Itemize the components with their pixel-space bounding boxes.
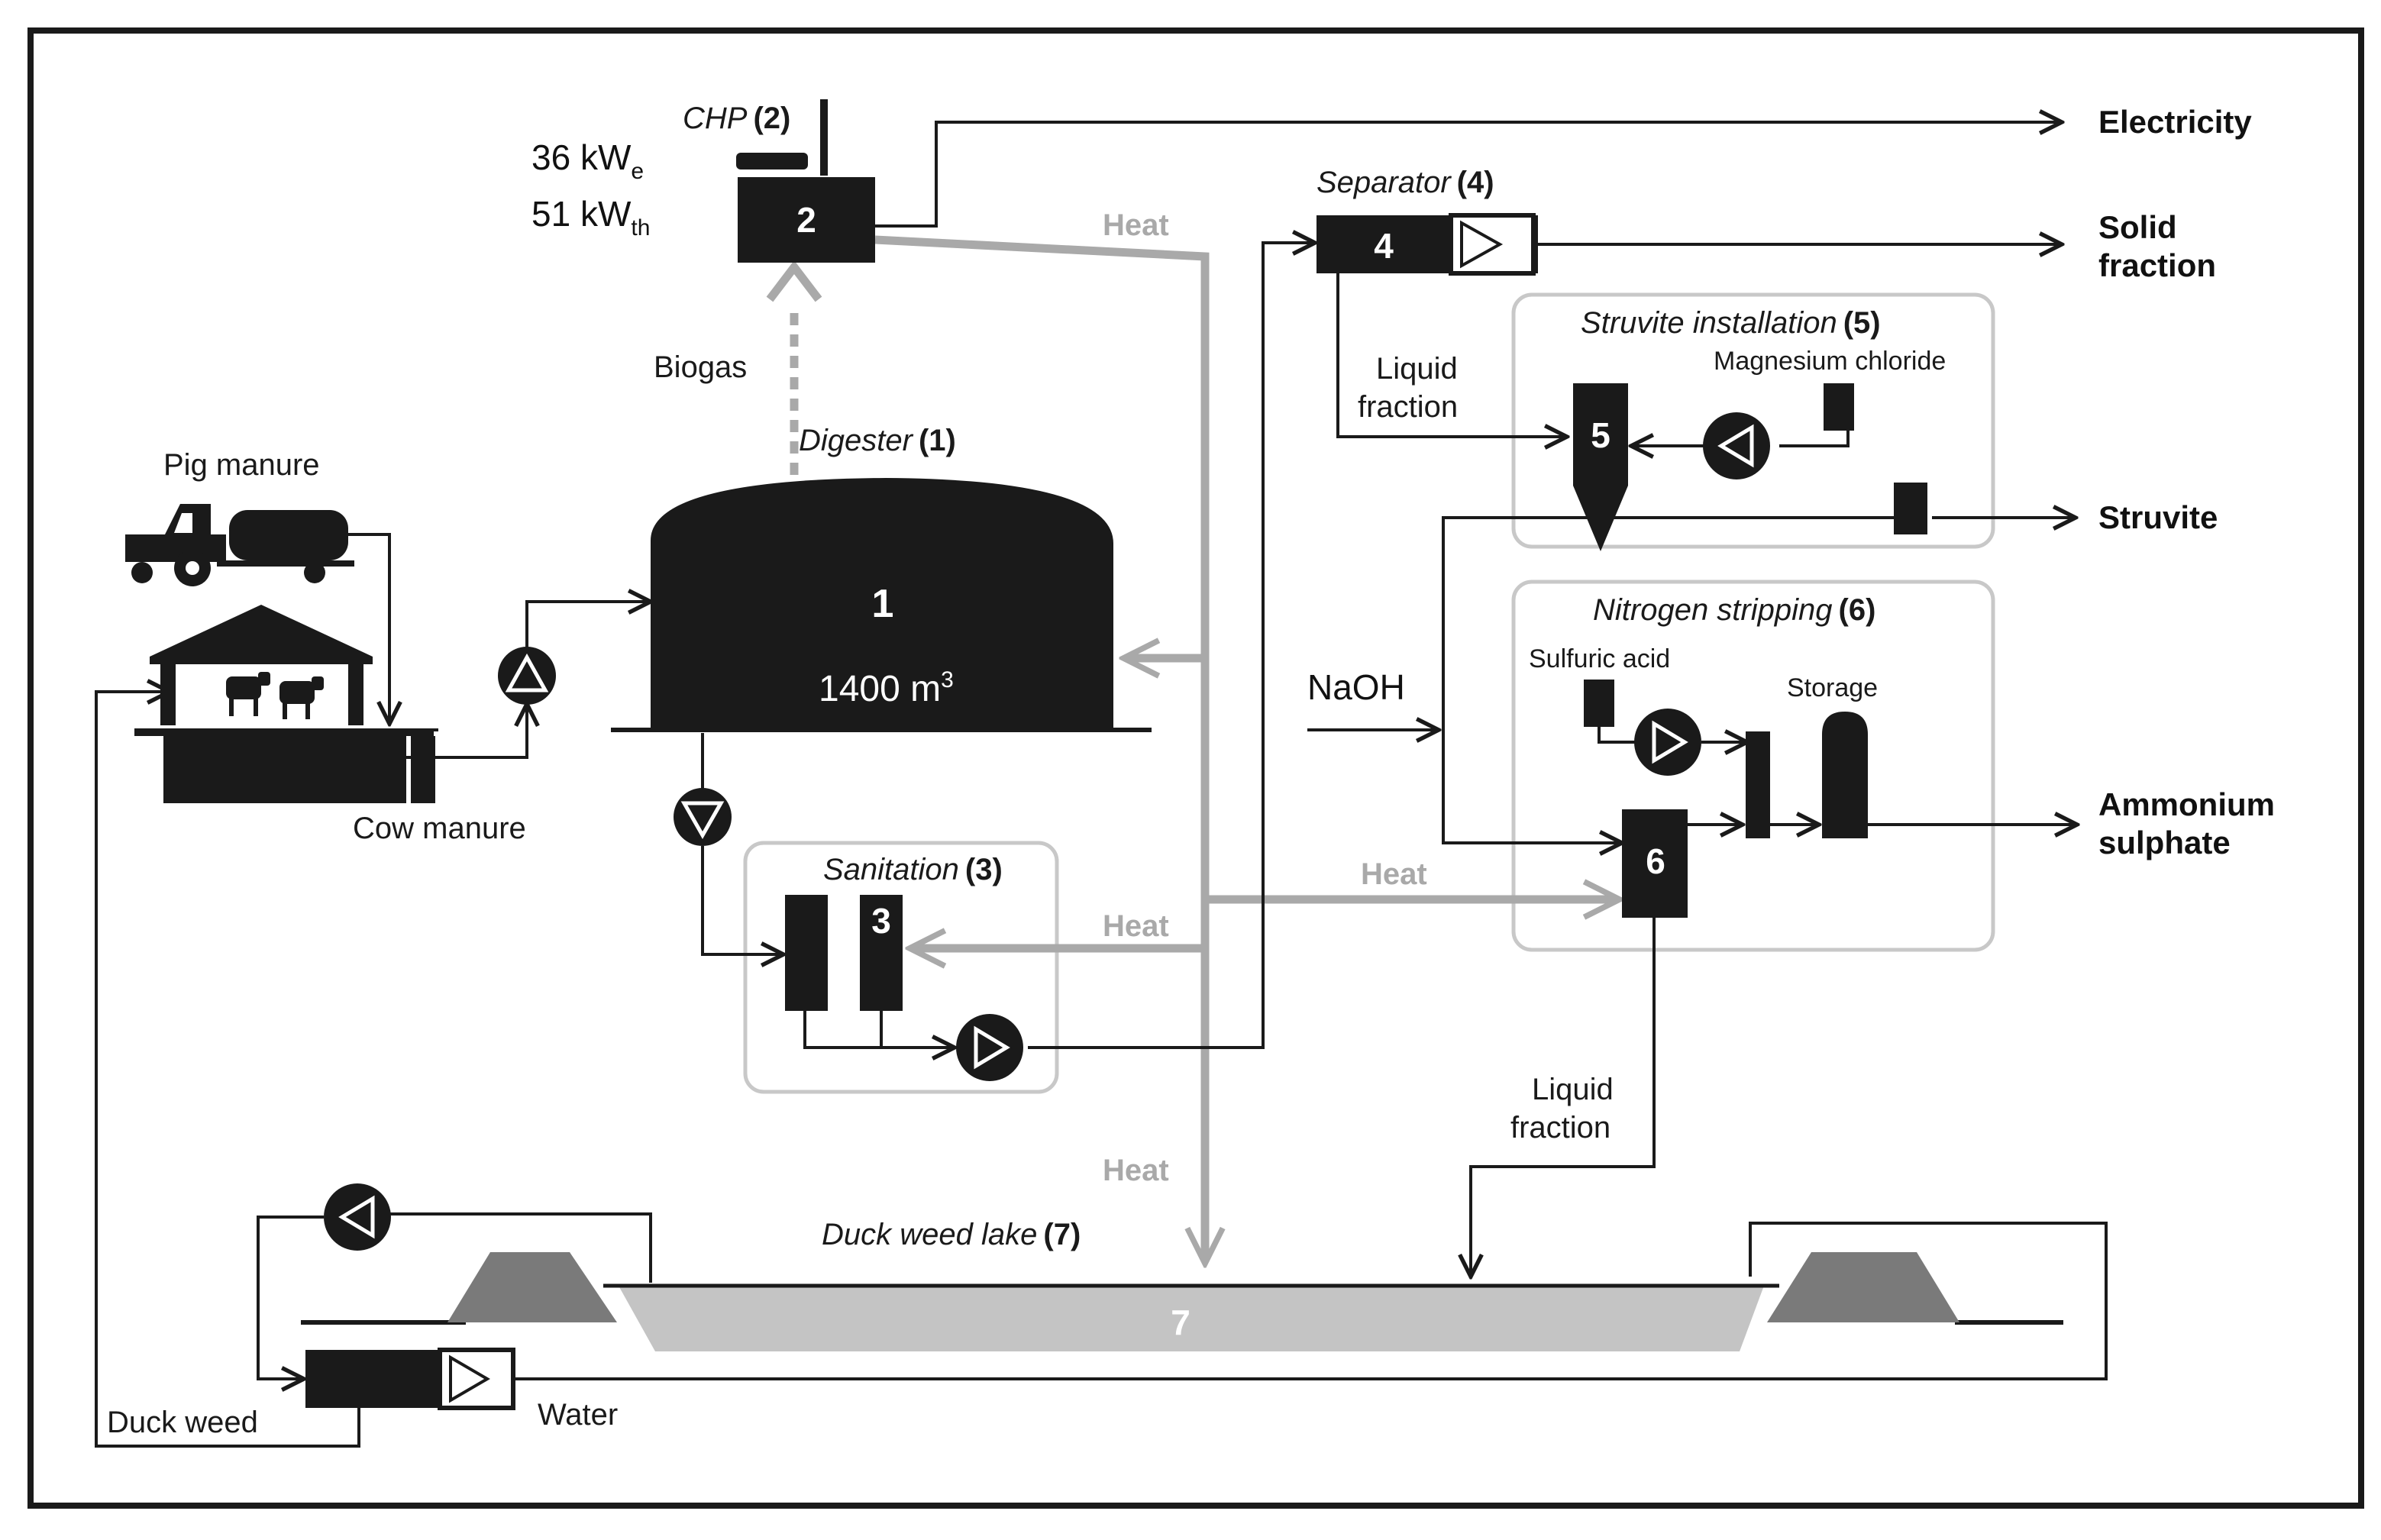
- liquid-fraction-label: Liquid: [1532, 1073, 1614, 1106]
- cow-manure-label: Cow manure: [353, 812, 526, 845]
- liquid-fraction-label-2: fraction: [1510, 1111, 1610, 1145]
- heat-label: Heat: [1103, 909, 1169, 943]
- sanitation-unit-number: 3: [871, 901, 891, 941]
- ammonium-sulphate-output-2: sulphate: [2098, 825, 2231, 860]
- heat-label: Heat: [1361, 857, 1427, 891]
- separator-title: Separator(4): [1316, 166, 1494, 199]
- duck-weed-label: Duck weed: [107, 1406, 258, 1439]
- naoh-label: NaOH: [1307, 667, 1405, 707]
- biogas-label: Biogas: [654, 350, 747, 384]
- duckweed-triangle: [449, 1354, 490, 1403]
- chp-electric-power: 36 kWe: [531, 137, 644, 184]
- digester-volume: 1400 m3: [819, 667, 954, 709]
- separator-unit-number: 4: [1374, 226, 1394, 266]
- struvite-installation-title: Struvite installation(5): [1581, 306, 1881, 340]
- sulfuric-acid-label: Sulfuric acid: [1529, 644, 1670, 673]
- pig-manure-truck: [125, 504, 354, 586]
- ammonium-sulphate-output: Ammonium: [2098, 786, 2275, 822]
- pump-icon: [1634, 709, 1701, 776]
- struvite-output: Struvite: [2098, 499, 2218, 535]
- struvite-unit-number: 5: [1591, 415, 1610, 455]
- liquid-fraction-label-2: fraction: [1358, 390, 1458, 424]
- pump-icon: [674, 788, 732, 846]
- pig-manure-label: Pig manure: [163, 448, 320, 482]
- pump-icon: [324, 1183, 391, 1251]
- sanitation-box: [743, 841, 1059, 1094]
- chp-thermal-power: 51 kWth: [531, 194, 650, 241]
- chp-unit-number: 2: [796, 200, 816, 240]
- struvite-filter: [1894, 483, 1927, 534]
- chp-title: CHP(2): [683, 102, 790, 135]
- pump-icon: [1703, 412, 1770, 479]
- separator-triangle: [1460, 220, 1504, 269]
- heat-lines: [766, 235, 1617, 1261]
- digester-title: Digester(1): [799, 424, 956, 457]
- digester-tank: [651, 478, 1113, 730]
- sanitation-title: Sanitation(3): [823, 853, 1003, 886]
- chp-unit: [736, 99, 875, 263]
- solid-fraction-output: Solid: [2098, 209, 2177, 245]
- process-lines: [95, 122, 2108, 1448]
- stripping-column: [1622, 809, 1688, 918]
- nitrogen-unit-number: 6: [1646, 841, 1665, 881]
- nitrogen-stripping-title: Nitrogen stripping(6): [1593, 593, 1875, 627]
- nitrogen-stripping-box: [1511, 580, 1995, 952]
- lake-unit-number: 7: [1171, 1303, 1190, 1342]
- solid-fraction-output-2: fraction: [2098, 247, 2216, 283]
- heat-label: Heat: [1103, 1154, 1169, 1187]
- right-bank: [1767, 1252, 1959, 1322]
- heat-label: Heat: [1103, 208, 1169, 242]
- struvite-installation-box: [1511, 292, 1995, 549]
- pump-icon: [956, 1014, 1023, 1081]
- struvite-reactor: [1573, 383, 1628, 551]
- duck-weed-lake: [619, 1286, 1764, 1351]
- sanitation-tank-a: [785, 895, 828, 1011]
- left-bank: [447, 1252, 617, 1322]
- sanitation-tank-b: [860, 895, 903, 1011]
- cow-barn: [134, 605, 435, 803]
- magnesium-chloride-label: Magnesium chloride: [1714, 347, 1946, 376]
- pump-icon: [498, 647, 556, 705]
- magnesium-chloride-tank: [1824, 383, 1854, 431]
- digester-unit-number: 1: [872, 582, 894, 626]
- duck-weed-lake-title: Duck weed lake(7): [822, 1218, 1081, 1251]
- scrubber-column: [1746, 731, 1770, 838]
- storage-tank: [1822, 712, 1868, 838]
- outer-frame: [27, 27, 2364, 1509]
- storage-label: Storage: [1787, 673, 1878, 702]
- electricity-output: Electricity: [2098, 104, 2252, 140]
- liquid-fraction-label: Liquid: [1376, 352, 1458, 386]
- water-label: Water: [538, 1398, 618, 1432]
- sulfuric-acid-tank: [1584, 680, 1614, 727]
- cows-icon: [226, 672, 324, 719]
